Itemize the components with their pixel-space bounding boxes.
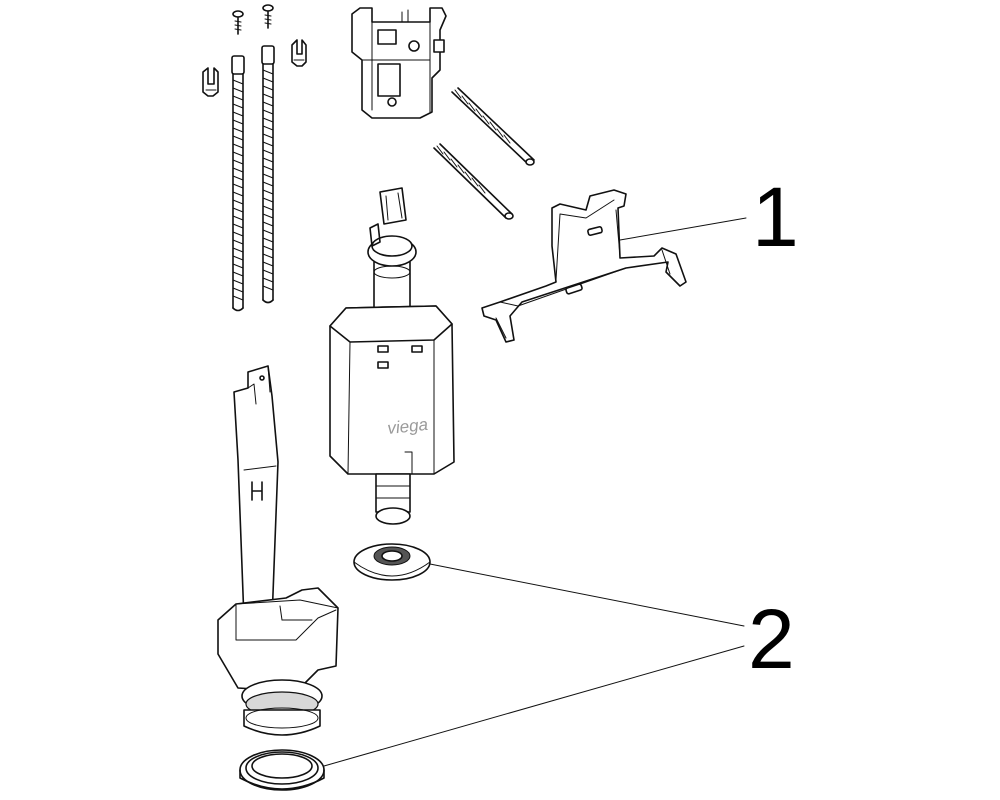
leader-line-2-washer — [429, 563, 745, 627]
threaded-rod-right — [261, 45, 275, 304]
holder-bracket-part-1 — [481, 189, 687, 343]
threaded-stud-lower — [433, 143, 514, 220]
screw-right — [262, 4, 274, 29]
callout-number-2: 2 — [748, 592, 795, 686]
flat-washer-part-2 — [353, 543, 431, 581]
mounting-bracket-top — [351, 7, 447, 119]
valve-base-housing — [217, 587, 339, 736]
support-strip — [233, 365, 279, 621]
wall-plug-left — [202, 67, 219, 97]
screw-left — [232, 10, 244, 35]
callout-number-1: 1 — [752, 170, 799, 264]
brand-logo-text: viega — [386, 415, 428, 438]
leader-line-1 — [619, 217, 747, 241]
wall-plug-right — [291, 39, 307, 67]
threaded-stud-upper — [451, 87, 535, 166]
o-ring-seal-part-2 — [239, 749, 325, 791]
leader-line-2-oring — [323, 645, 745, 767]
fill-valve-float: viega — [329, 187, 455, 525]
threaded-rod-left — [231, 55, 245, 312]
